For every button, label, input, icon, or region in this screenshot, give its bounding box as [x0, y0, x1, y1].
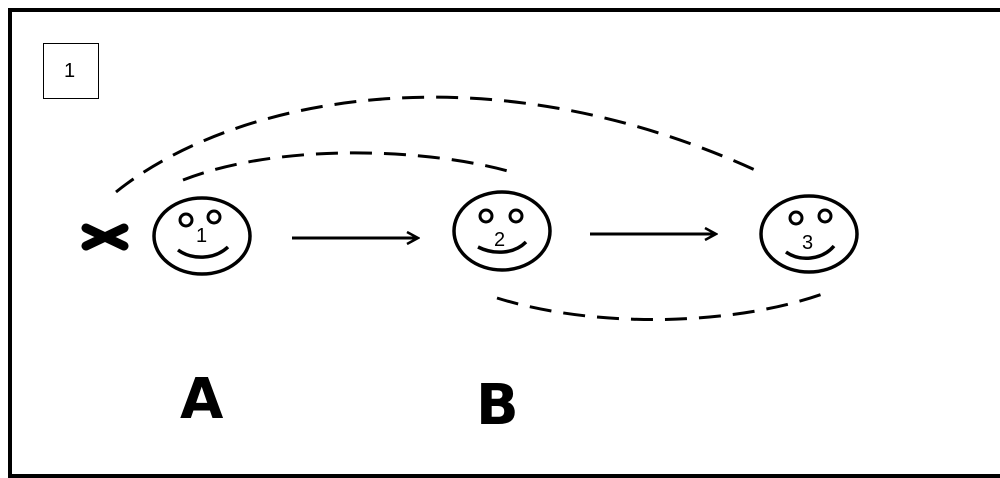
panel-number-box: 1 [43, 43, 99, 99]
face-number-3: 3 [802, 232, 813, 254]
dashed-arc-lower [496, 290, 829, 322]
face-number-2: 2 [494, 229, 505, 251]
face-number-1: 1 [196, 225, 207, 247]
smiley-face-icon: 3 [759, 194, 859, 274]
dashed-arc-inner [182, 151, 516, 182]
label-a: A [180, 367, 224, 432]
cross-icon [81, 223, 129, 251]
dashed-arc-outer [115, 95, 756, 194]
panel-number: 1 [64, 59, 76, 82]
label-b: B [476, 373, 519, 438]
smiley-face-icon: 1 [152, 196, 252, 276]
diagram-canvas: 1 2 3 A B [81, 95, 859, 438]
smiley-face-icon: 2 [452, 190, 552, 272]
